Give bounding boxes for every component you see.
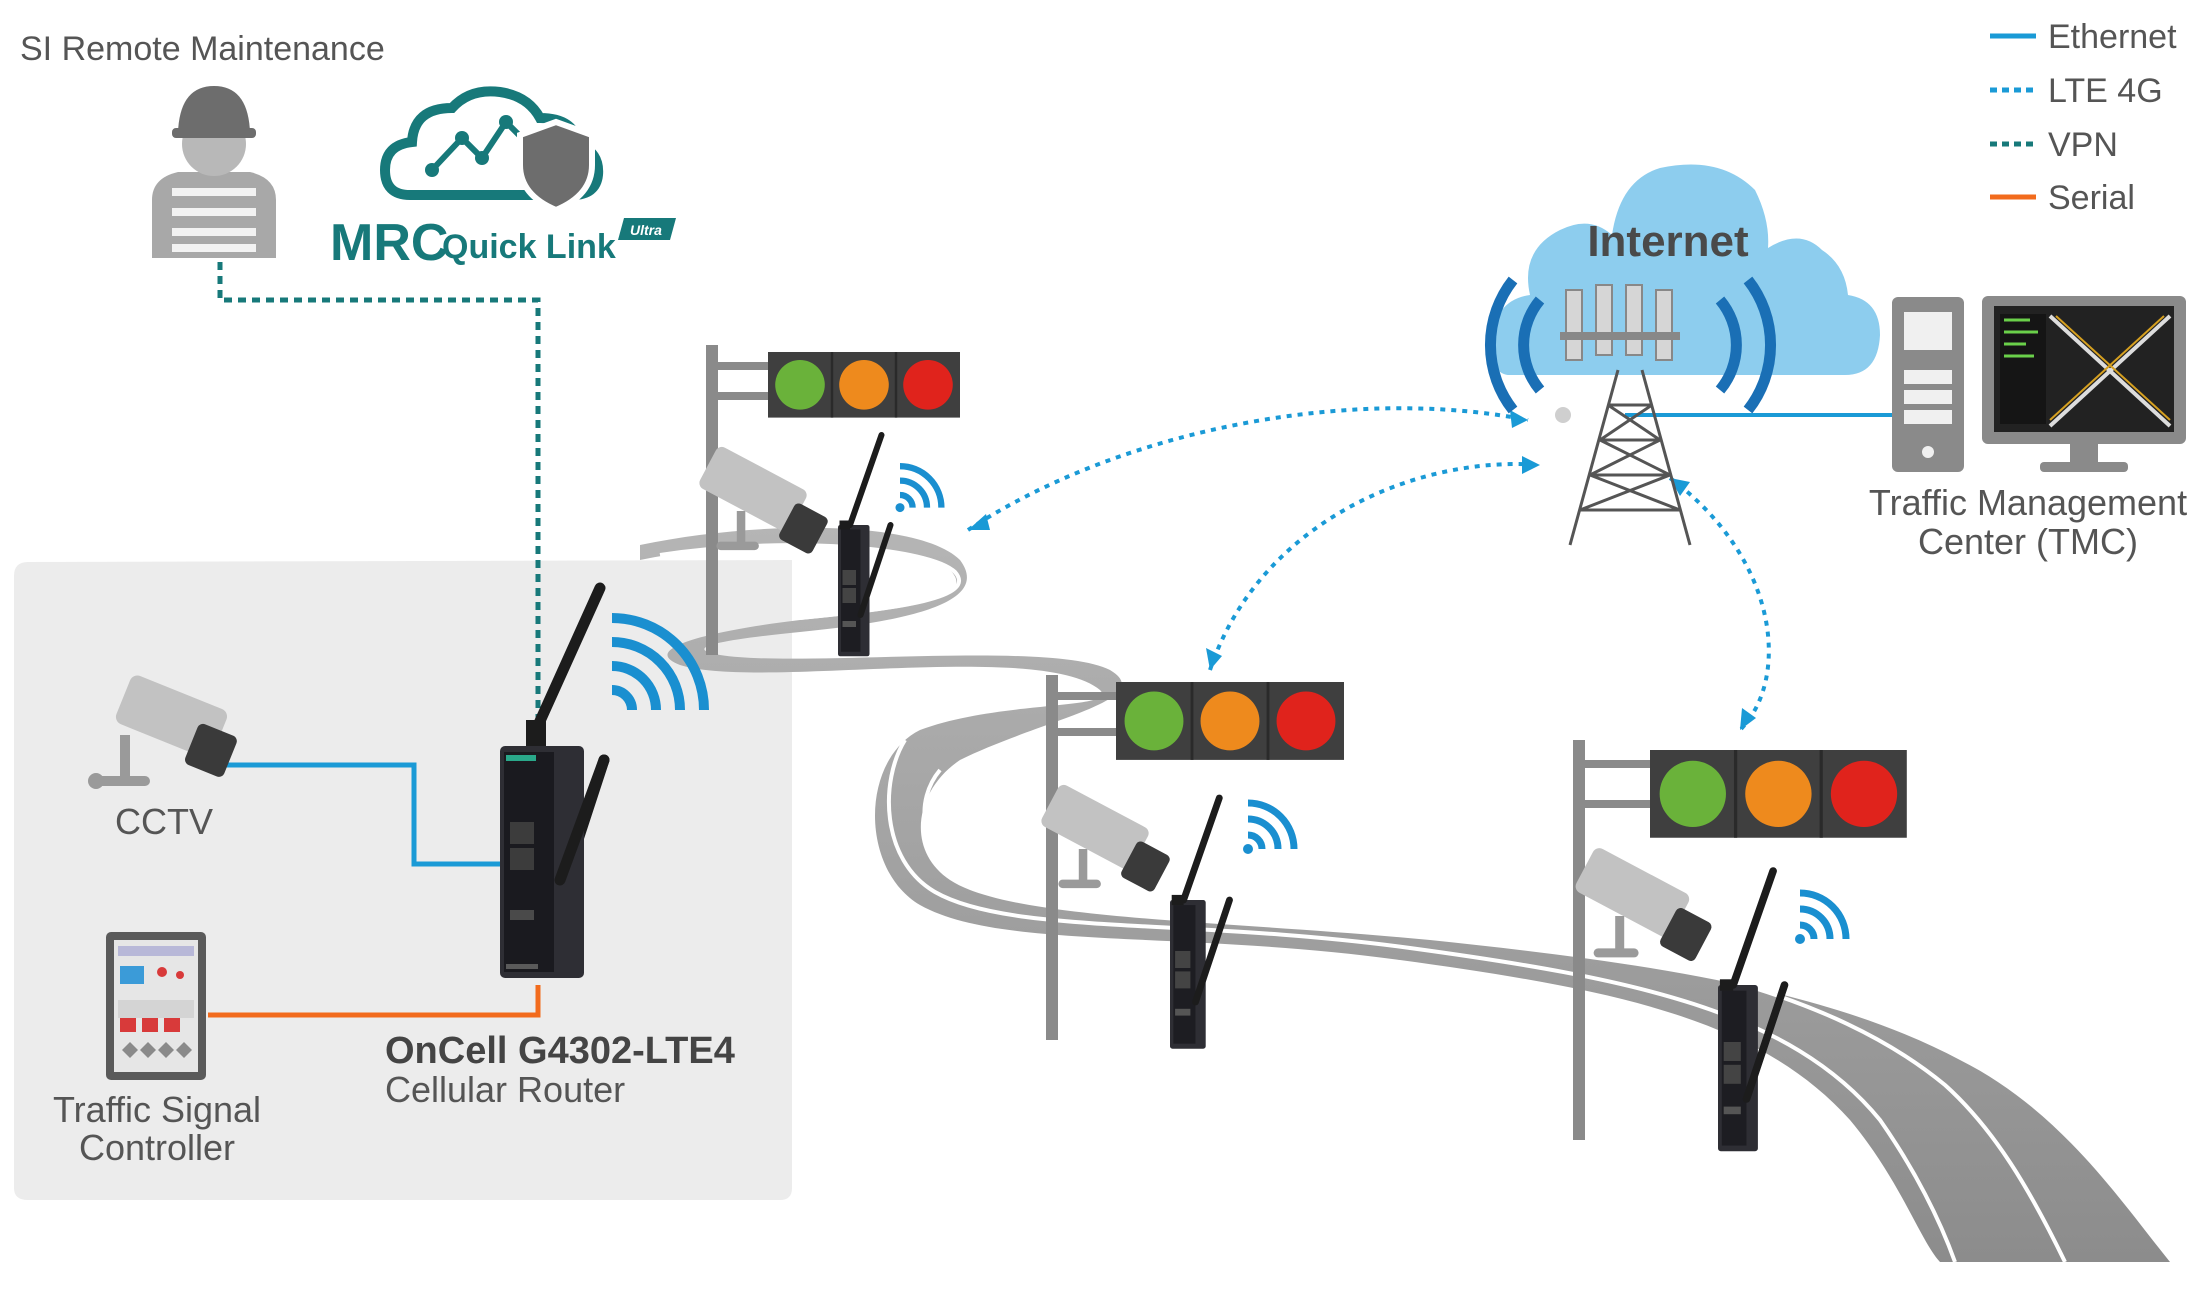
controller-label-line1: Traffic Signal	[53, 1089, 261, 1130]
cctv-camera-icon	[88, 675, 237, 789]
legend-item-ethernet: Ethernet	[1990, 18, 2177, 56]
lte-arrowheads	[968, 410, 1756, 730]
mrc-quicklink-logo: MRC Quick Link Ultra	[330, 86, 676, 272]
legend-label: VPN	[2048, 126, 2118, 164]
controller-label-line2: Controller	[79, 1127, 235, 1168]
internet-tmc-label-line1: Traffic Management	[1869, 482, 2187, 523]
road	[640, 527, 2170, 1263]
lte-links	[966, 406, 1771, 732]
legend-label: LTE 4G	[2048, 72, 2163, 110]
legend-label: Ethernet	[2048, 18, 2177, 56]
legend-item-lte: LTE 4G	[1990, 72, 2163, 110]
cctv-label: CCTV	[115, 801, 213, 842]
title: SI Remote Maintenance	[20, 30, 385, 68]
cell-tower-icon	[1485, 276, 1776, 546]
logo-quicklink-text: Quick Link	[442, 228, 616, 266]
engineer-icon	[152, 86, 276, 258]
vpn-link	[217, 262, 541, 735]
router-icon	[500, 582, 610, 978]
legend-label: Serial	[2048, 179, 2135, 217]
logo-mrc-text: MRC	[330, 214, 448, 272]
traffic-light-3	[1573, 740, 1909, 1151]
serial-link	[208, 985, 541, 1018]
internet-label: Internet	[1587, 217, 1749, 266]
router-wifi-icon	[611, 613, 709, 711]
signal-controller-icon	[106, 932, 206, 1080]
router-type-label: Cellular Router	[385, 1069, 625, 1110]
traffic-light-1	[697, 345, 962, 656]
legend-item-serial: Serial	[1990, 179, 2135, 217]
internet-cloud: Internet	[1491, 164, 1880, 375]
legend: Ethernet LTE 4G VPN Serial	[1990, 18, 2177, 217]
router-model-label: OnCell G4302-LTE4	[385, 1030, 735, 1072]
legend-item-vpn: VPN	[1990, 126, 2118, 164]
logo-ultra-text: Ultra	[630, 222, 662, 238]
traffic-light-2	[1039, 675, 1346, 1049]
tmc-icon	[1892, 296, 2186, 472]
ethernet-cctv-link	[222, 762, 510, 867]
internet-tmc-label-line2: Center (TMC)	[1918, 521, 2138, 562]
